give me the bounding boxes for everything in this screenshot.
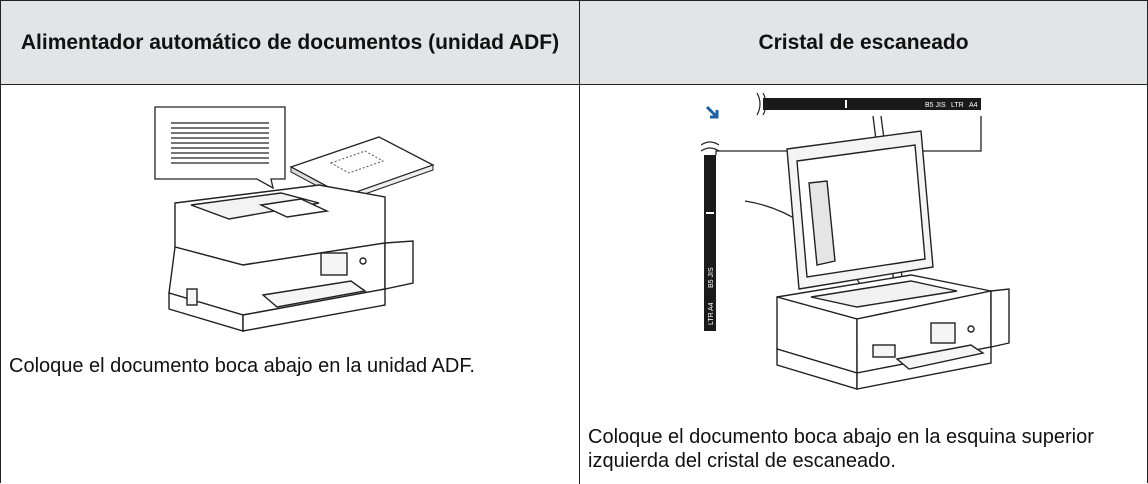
scanner-glass-illustration: B5 JIS LTR A4 B5 JIS LTR A4 (701, 93, 1010, 390)
callout-bubble (154, 106, 286, 190)
adf-instruction: Coloque el documento boca abajo en la un… (9, 355, 475, 377)
table-header-row: Alimentador automático de documentos (un… (1, 1, 1147, 85)
scale-label-ltr: LTR (951, 102, 964, 109)
side-label-a4: A4 (708, 302, 715, 311)
header-adf: Alimentador automático de documentos (un… (20, 31, 560, 54)
scale-label-a4: A4 (969, 102, 978, 109)
corner-arrow-icon (705, 105, 719, 119)
scale-label-b5: B5 JIS (925, 102, 946, 109)
adf-printer-illustration (154, 106, 435, 332)
glass-scale-top: B5 JIS LTR A4 (756, 93, 981, 116)
side-label-ltr: LTR (708, 312, 715, 325)
header-scanner-glass: Cristal de escaneado (758, 31, 969, 54)
printer-body-open-lid (776, 130, 1010, 390)
printer-body (168, 184, 414, 332)
column-divider (579, 1, 580, 484)
side-label-b5: B5 JIS (708, 267, 715, 288)
glass-scale-side: B5 JIS LTR A4 (701, 141, 720, 331)
scanner-glass-instruction: Coloque el documento boca abajo en la es… (588, 426, 1094, 472)
